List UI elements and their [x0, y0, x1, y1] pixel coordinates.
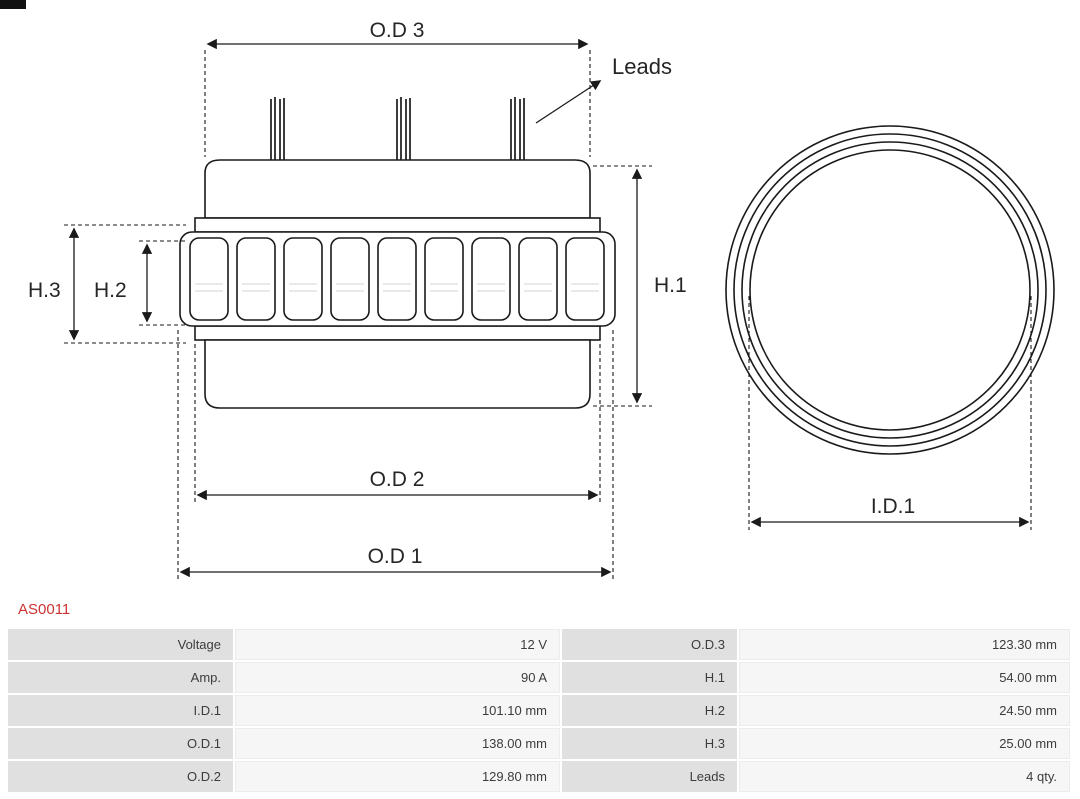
spec-value-id1: 101.10 mm — [235, 695, 560, 726]
core-top-flange — [194, 217, 601, 233]
spec-label-h3: H.3 — [562, 728, 737, 759]
spec-value-od3: 123.30 mm — [739, 629, 1070, 660]
spec-value-leads: 4 qty. — [739, 761, 1070, 792]
spec-table: Voltage 12 V O.D.3 123.30 mm Amp. 90 A H… — [8, 629, 1070, 792]
dimension-od1: O.D 1 — [177, 330, 614, 580]
spec-label-od3: O.D.3 — [562, 629, 737, 660]
leads-label: Leads — [612, 54, 672, 79]
od2-label: O.D 2 — [370, 468, 425, 491]
dimension-h3: H.3 — [28, 224, 186, 344]
id1-label: I.D.1 — [871, 495, 915, 518]
stator-side-view — [179, 97, 616, 409]
dimension-id1: I.D.1 — [748, 296, 1032, 530]
dimension-h2: H.2 — [94, 240, 186, 326]
od3-label: O.D 3 — [370, 19, 425, 42]
spec-label-h2: H.2 — [562, 695, 737, 726]
lead-wires — [270, 97, 525, 160]
spec-value-h3: 25.00 mm — [739, 728, 1070, 759]
spec-value-voltage: 12 V — [235, 629, 560, 660]
dimension-od3: O.D 3 — [204, 19, 591, 157]
dimension-h1: H.1 — [593, 165, 687, 407]
spec-label-leads: Leads — [562, 761, 737, 792]
core-bottom-flange — [194, 325, 601, 341]
spec-value-od1: 138.00 mm — [235, 728, 560, 759]
h3-label: H.3 — [28, 279, 61, 302]
spec-label-h1: H.1 — [562, 662, 737, 693]
spec-value-amp: 90 A — [235, 662, 560, 693]
dimension-od2: O.D 2 — [194, 344, 601, 502]
h2-label: H.2 — [94, 279, 127, 302]
part-number: AS0011 — [18, 601, 71, 618]
od1-label: O.D 1 — [368, 545, 423, 568]
spec-label-id1: I.D.1 — [8, 695, 233, 726]
h1-label: H.1 — [654, 274, 687, 297]
bottom-end-turn — [204, 339, 591, 409]
corner-artifact — [0, 0, 26, 9]
spec-label-od1: O.D.1 — [8, 728, 233, 759]
spec-label-od2: O.D.2 — [8, 761, 233, 792]
stator-slots — [189, 237, 605, 321]
leads-callout: Leads — [535, 54, 672, 124]
spec-value-h1: 54.00 mm — [739, 662, 1070, 693]
top-end-turn — [204, 159, 591, 219]
stator-front-view — [725, 125, 1055, 455]
stator-technical-drawing: O.D 3 Leads H.1 H.3 H.2 — [0, 0, 1055, 580]
spec-label-voltage: Voltage — [8, 629, 233, 660]
spec-value-od2: 129.80 mm — [235, 761, 560, 792]
spec-value-h2: 24.50 mm — [739, 695, 1070, 726]
spec-label-amp: Amp. — [8, 662, 233, 693]
